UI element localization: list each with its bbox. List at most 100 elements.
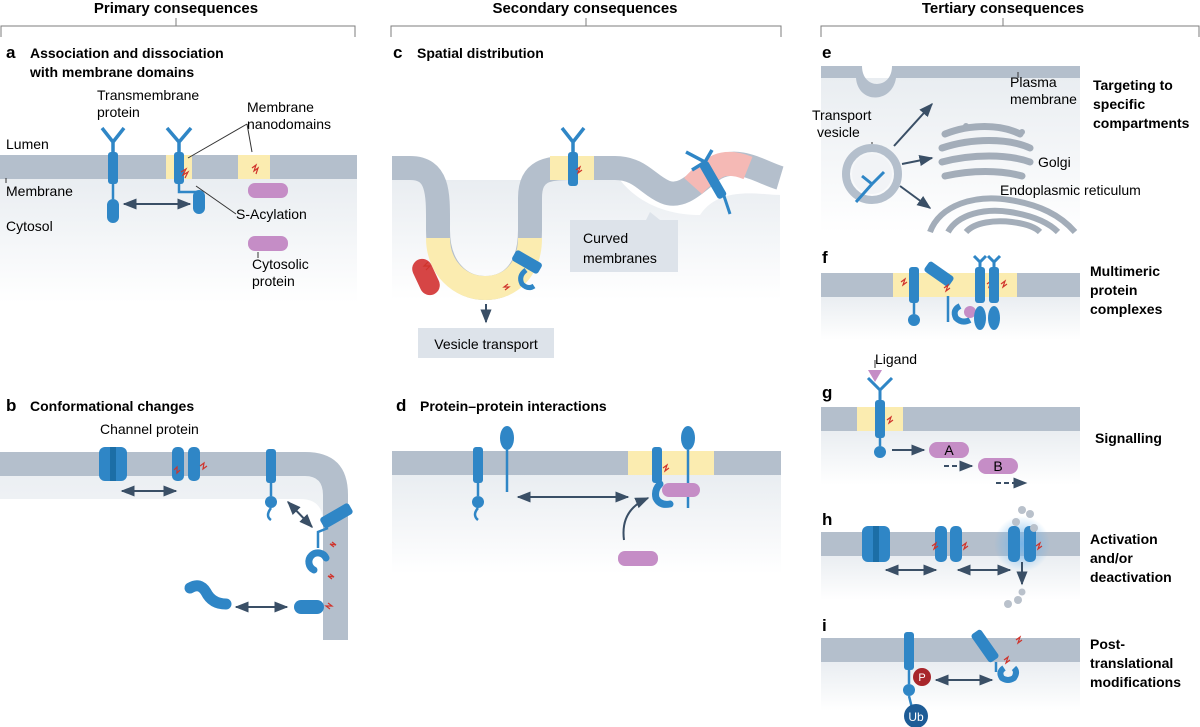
header-bracket: [390, 18, 782, 37]
panel-title: Conformational changes: [30, 398, 194, 414]
protein-complex-member: [972, 254, 994, 330]
phosphate-badge: [913, 668, 931, 686]
signal-a-label: A: [944, 442, 954, 458]
transmembrane-protein: [100, 126, 126, 223]
transport-vesicle-label: vesicle: [817, 124, 860, 140]
panel-right-label: Post-: [1090, 636, 1125, 652]
panel-c: c Spatial distribution Vesicle transport…: [392, 43, 784, 358]
er-label: Endoplasmic reticulum: [1000, 182, 1141, 198]
cytosol-shade: [392, 474, 781, 574]
golgi-label: Golgi: [1038, 154, 1071, 170]
cytosol-shade: [0, 474, 348, 640]
reversible-arrow: [287, 500, 313, 529]
header-secondary: Secondary consequences: [390, 0, 782, 37]
protein-complex-member: [900, 267, 920, 326]
tm-protein-label: protein: [97, 104, 140, 120]
signal-protein-a: [929, 442, 969, 458]
panel-letter: c: [393, 43, 402, 62]
modified-protein: [903, 632, 915, 709]
tm-protein-label: Transmembrane: [97, 87, 199, 103]
header-primary: Primary consequences: [0, 0, 356, 37]
panel-right-label: complexes: [1090, 301, 1163, 317]
membrane: [821, 638, 1080, 662]
panel-right-label: protein: [1090, 282, 1137, 298]
curvature-protein: [685, 149, 732, 215]
cytosol-shade: [821, 661, 1080, 711]
curved-membranes-label: Curved: [583, 230, 628, 246]
acylated-protein: [971, 629, 1023, 683]
curved-membranes-label: membranes: [583, 250, 657, 266]
leader-line: [187, 123, 253, 159]
leader-line: [195, 185, 237, 215]
cytosolic-label: protein: [252, 273, 295, 289]
nanodomain: [628, 451, 714, 475]
panel-right-label: modifications: [1090, 674, 1181, 690]
panel-right-label: Activation: [1090, 531, 1158, 547]
header-tertiary: Tertiary consequences: [820, 0, 1200, 37]
panel-g: g Ligand A B Signalling: [821, 351, 1162, 489]
panel-d: d Protein–protein interactions: [392, 396, 781, 574]
signal-protein-b: [978, 458, 1018, 474]
ions: [1004, 506, 1038, 608]
cytosolic-protein-unfolded: [184, 580, 232, 610]
ubiquitin-label: Ub: [908, 710, 924, 724]
transport-vesicle-label: Transport: [812, 107, 872, 123]
acyl-chain: [324, 602, 334, 610]
channel-protein-closed: [99, 447, 127, 481]
panel-h: h Activation and/or deactivation: [821, 506, 1172, 608]
signal-b-label: B: [993, 458, 1002, 474]
panel-letter: d: [396, 396, 406, 415]
panel-b: b Conformational changes Channel protein: [0, 396, 353, 640]
cytosol-shade: [821, 296, 1080, 340]
endoplasmic-reticulum: [927, 195, 1078, 235]
membrane-label: Membrane: [6, 183, 73, 199]
cytosolic-label: Cytosolic: [252, 256, 309, 272]
header-bracket: [820, 18, 1200, 37]
plasma-membrane-label: membrane: [1010, 91, 1077, 107]
curved-domain: [684, 151, 753, 195]
panel-right-label: Multimeric: [1090, 263, 1160, 279]
channel-protein-open: [172, 447, 208, 481]
membrane: [0, 452, 348, 640]
red-cytosolic-protein: [412, 258, 440, 296]
lumen-label: Lumen: [6, 136, 49, 152]
golgi: [938, 123, 1034, 180]
acylated-protein: [165, 126, 205, 214]
channel-protein-label: Channel protein: [100, 421, 199, 437]
panel-i: i P Ub Post- translational modifications: [821, 616, 1181, 727]
ligand-label: Ligand: [875, 351, 917, 367]
panel-letter: e: [822, 43, 831, 62]
targeting-arrow: [899, 185, 932, 209]
cytosolic-protein: [618, 551, 658, 566]
panel-letter: a: [6, 43, 16, 62]
transmembrane-protein: [560, 126, 586, 186]
panel-right-label: Signalling: [1095, 430, 1162, 446]
ubiquitin-badge: [904, 704, 928, 727]
transmembrane-protein: [472, 447, 484, 521]
header-bracket: [0, 18, 356, 37]
panel-letter: h: [822, 510, 832, 529]
panel-title: Association and dissociation: [30, 45, 224, 61]
panel-title: Protein–protein interactions: [420, 398, 607, 414]
plasma-membrane-label: Plasma: [1010, 74, 1057, 90]
binding-arrow: [622, 497, 650, 541]
panel-right-label: Targeting to: [1093, 77, 1173, 93]
panel-letter: g: [822, 383, 832, 402]
header-primary-text: Primary consequences: [94, 0, 258, 17]
acyl-chain: [251, 163, 260, 175]
targeting-arrow: [901, 154, 934, 166]
nanodomain-label: nanodomains: [247, 116, 331, 132]
panel-letter: b: [6, 396, 16, 415]
bud-protein: [502, 250, 542, 291]
panel-letter: f: [822, 248, 828, 267]
phosphate-label: P: [918, 672, 925, 684]
cytosolic-protein: [248, 183, 288, 198]
acyl-chain: [422, 261, 432, 271]
panel-title: with membrane domains: [29, 64, 194, 80]
ligand: [868, 370, 882, 382]
panel-title: Spatial distribution: [417, 45, 544, 61]
protein-conformer: [305, 503, 353, 580]
panel-right-label: translational: [1090, 655, 1173, 671]
cytosolic-protein: [248, 236, 288, 251]
